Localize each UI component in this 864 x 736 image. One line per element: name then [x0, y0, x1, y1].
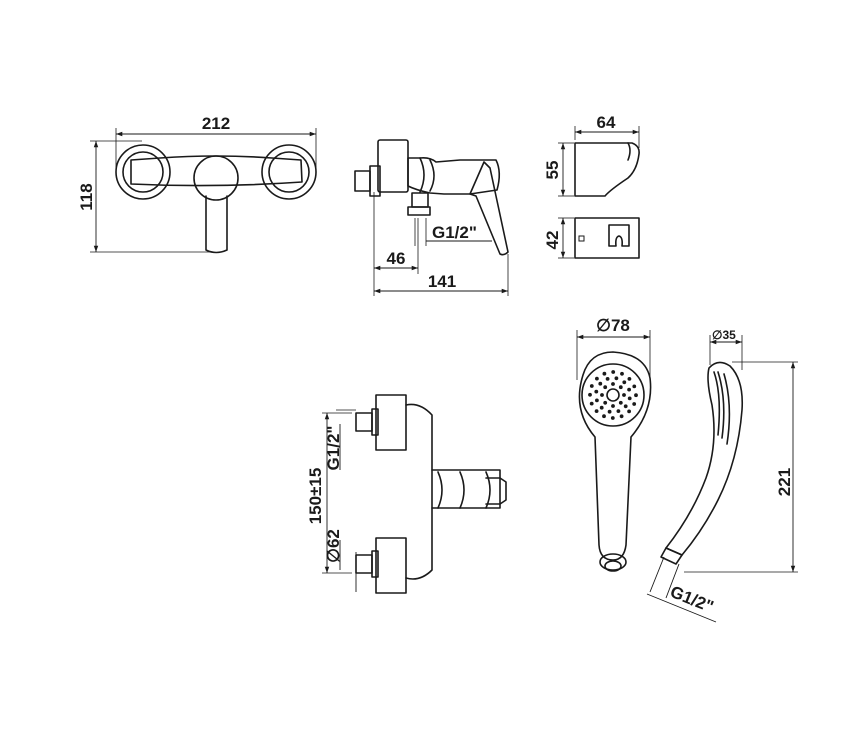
- side-offset-label: 46: [387, 249, 406, 268]
- wall-view-dimensions: 150±15 G1/2" ∅62: [306, 409, 357, 592]
- nozzle-hole: [603, 400, 608, 405]
- side-view-dimensions: G1/2" 46 141: [373, 192, 509, 296]
- handshower-side-view: [660, 361, 744, 565]
- nozzle-hole: [616, 409, 621, 413]
- nozzle-hole: [605, 377, 610, 381]
- nozzle-hole: [607, 409, 612, 414]
- holder-front-dimensions: 42: [543, 217, 574, 259]
- nozzle-hole: [632, 402, 637, 406]
- nozzle-hole: [622, 380, 627, 385]
- handshower-thread-label: G1/2": [668, 582, 717, 616]
- handshower-side-dimensions: ∅35 221 G1/2": [646, 328, 798, 623]
- nozzle-hole: [594, 409, 599, 413]
- front-view-dimensions: 212 118: [77, 114, 317, 253]
- front-height-label: 118: [77, 183, 96, 210]
- holder-height-label: 55: [543, 161, 562, 180]
- wall-centers-label: 150±15: [306, 468, 325, 525]
- nozzle-hole: [611, 370, 616, 374]
- wall-view-mixer: [355, 394, 507, 594]
- holder-side-view: [574, 142, 640, 197]
- holder-front-height-label: 42: [543, 231, 562, 250]
- nozzle-hole: [610, 416, 615, 420]
- handshower-nozzles: [588, 370, 638, 420]
- nozzle-hole: [622, 393, 626, 397]
- nozzle-hole: [614, 376, 619, 381]
- nozzle-hole: [632, 384, 637, 389]
- holder-side-dimensions: 64 55: [543, 113, 640, 197]
- nozzle-hole: [594, 389, 599, 394]
- nozzle-hole: [603, 385, 608, 390]
- side-thread-label: G1/2": [432, 223, 477, 242]
- nozzle-hole: [589, 384, 594, 388]
- holder-width-label: 64: [597, 113, 616, 132]
- front-width-label: 212: [202, 114, 230, 133]
- nozzle-hole: [620, 371, 624, 376]
- holder-front-view: [574, 217, 640, 259]
- handshower-front-view: [578, 351, 652, 572]
- nozzle-hole: [627, 387, 631, 392]
- nozzle-hole: [602, 414, 606, 419]
- handshower-length-label: 221: [775, 468, 794, 496]
- handshower-front-dimensions: ∅78: [576, 316, 651, 380]
- nozzle-hole: [618, 385, 623, 390]
- nozzle-hole: [595, 398, 599, 403]
- wall-thread-label: G1/2": [324, 426, 343, 471]
- wall-flange-label: ∅62: [324, 529, 343, 563]
- nozzle-hole: [602, 371, 607, 376]
- nozzle-hole: [598, 381, 603, 386]
- handshower-side-diameter-label: ∅35: [712, 328, 736, 342]
- front-view-mixer: [115, 144, 317, 254]
- nozzle-hole: [595, 376, 599, 381]
- nozzle-hole: [618, 400, 623, 405]
- nozzle-hole: [627, 396, 632, 401]
- handshower-diameter-label: ∅78: [596, 316, 630, 335]
- nozzle-hole: [627, 377, 632, 381]
- nozzle-hole: [619, 414, 624, 419]
- side-depth-label: 141: [428, 272, 456, 291]
- nozzle-hole: [599, 405, 604, 410]
- nozzle-hole: [634, 393, 638, 398]
- nozzle-hole: [623, 404, 628, 409]
- nozzle-hole: [589, 401, 594, 406]
- side-view-mixer: [354, 139, 509, 256]
- nozzle-hole: [600, 393, 604, 397]
- nozzle-hole: [588, 392, 592, 397]
- nozzle-hole: [627, 409, 631, 414]
- nozzle-hole: [611, 404, 615, 408]
- nozzle-hole: [611, 382, 615, 386]
